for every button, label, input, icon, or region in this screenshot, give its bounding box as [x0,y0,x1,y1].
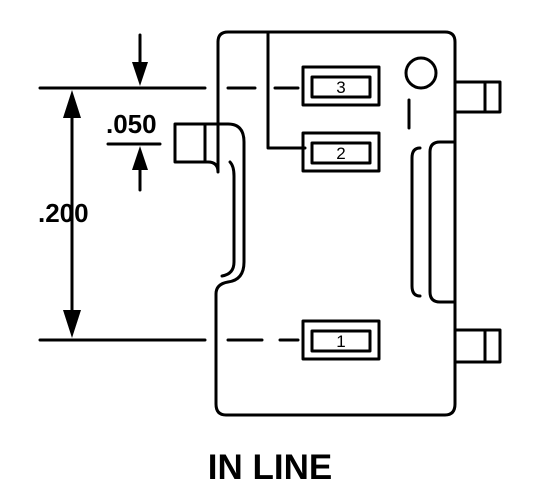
pin-3-box-outer [301,65,381,107]
internal-divider [266,30,307,150]
diagram-caption: IN LINE [207,448,333,487]
offset-dimension-label: .050 [106,109,157,139]
housing-outline [173,30,457,417]
pin-1-label: 1 [336,332,345,351]
overall-arrow-down [63,310,81,338]
pin-3-label: 3 [336,78,345,97]
offset-arrow-down [132,62,148,86]
overall-dimension-label: .200 [38,198,89,228]
right-upper-lead [453,80,502,114]
pin-2-box-outer [301,131,381,173]
pin-2-label: 2 [336,144,345,163]
pin-2-box-inner [310,141,372,165]
right-lower-lead [453,328,502,364]
offset-arrow-up [132,146,148,170]
pin-3-box-inner [310,75,372,99]
index-mark [404,56,438,90]
right-channel [410,140,457,304]
pin-1-box-inner [310,329,372,353]
pin-1-box-outer [301,319,381,361]
left-lead-inner [203,122,236,278]
overall-arrow-up [63,90,81,118]
